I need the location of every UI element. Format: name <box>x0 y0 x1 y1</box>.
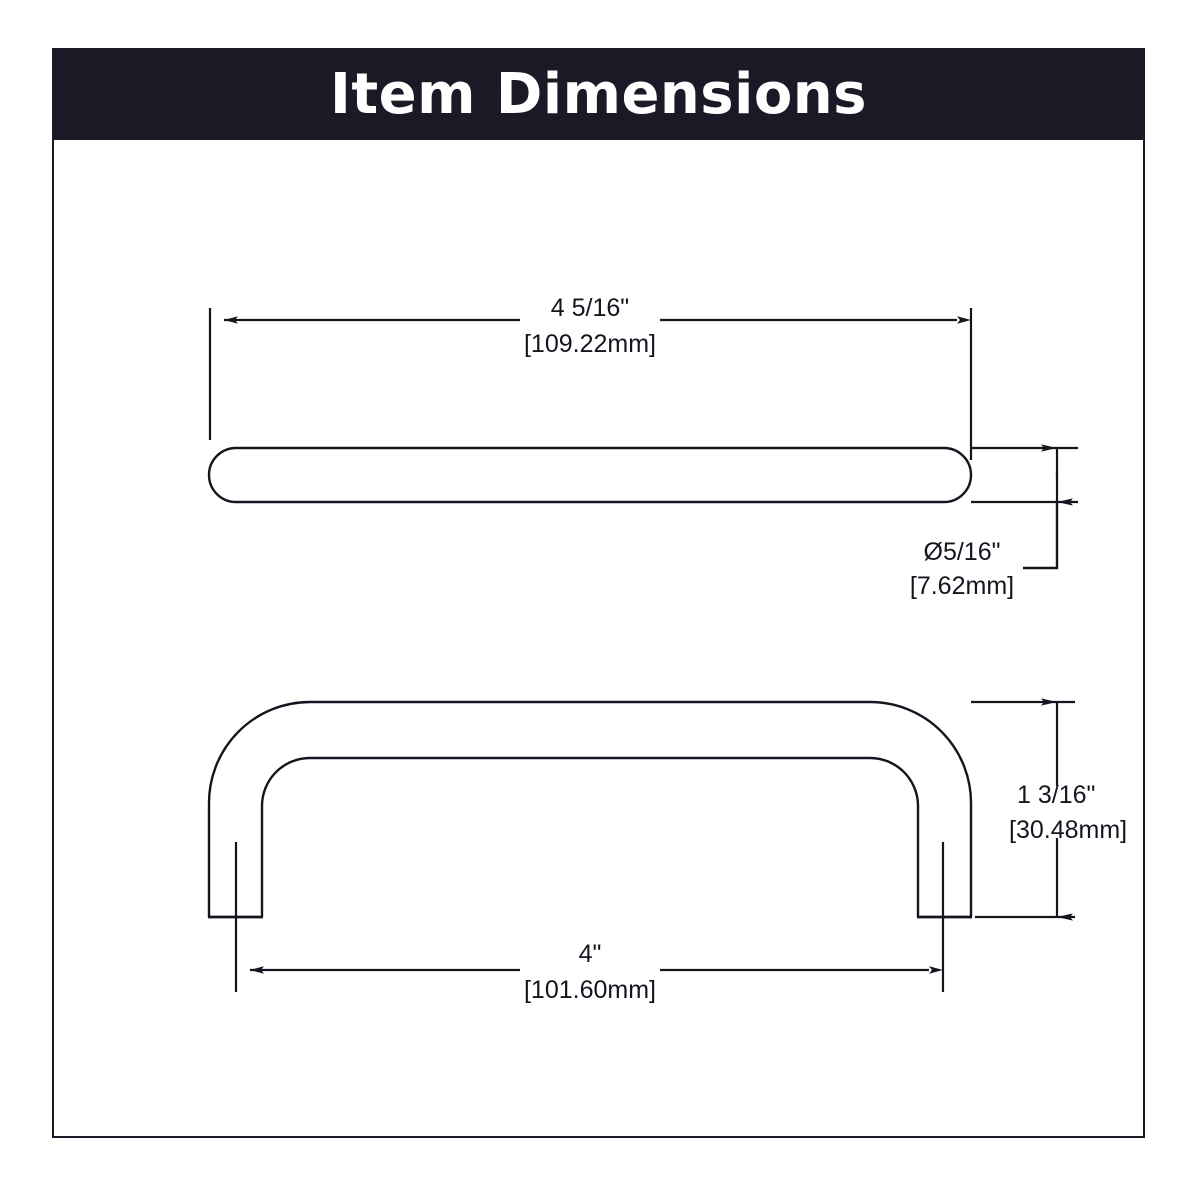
side-view-outer-profile <box>207 700 973 917</box>
overall-length-metric: [109.22mm] <box>524 330 656 358</box>
header-bar: Item Dimensions <box>54 50 1143 140</box>
page-border <box>52 48 1145 1138</box>
center-to-center-dimension: 4" [101.60mm] <box>250 940 943 1004</box>
projection-height-metric: [30.48mm] <box>1009 816 1127 844</box>
center-to-center-metric: [101.60mm] <box>524 976 656 1004</box>
bar-diameter-dimension: Ø5/16" [7.62mm] <box>910 444 1078 600</box>
center-to-center-imperial: 4" <box>579 940 602 968</box>
arrowhead-right <box>957 316 971 324</box>
bar-diameter-metric: [7.62mm] <box>910 572 1014 600</box>
overall-length-dimension: 4 5/16" [109.22mm] <box>208 294 973 460</box>
page-title: Item Dimensions <box>329 62 867 127</box>
ctc-arrowhead-right <box>929 966 943 974</box>
bar-diameter-imperial: Ø5/16" <box>924 538 1001 566</box>
side-view-group <box>207 700 973 992</box>
projection-height-imperial: 1 3/16" <box>1017 781 1095 809</box>
top-view-bar-outline <box>207 446 973 504</box>
overall-length-imperial: 4 5/16" <box>551 294 629 322</box>
projection-height-dimension: 1 3/16" [30.48mm] <box>971 698 1127 921</box>
side-view-inner-profile <box>260 756 920 917</box>
diameter-leader-line <box>1023 502 1059 570</box>
top-view-group <box>207 446 973 504</box>
